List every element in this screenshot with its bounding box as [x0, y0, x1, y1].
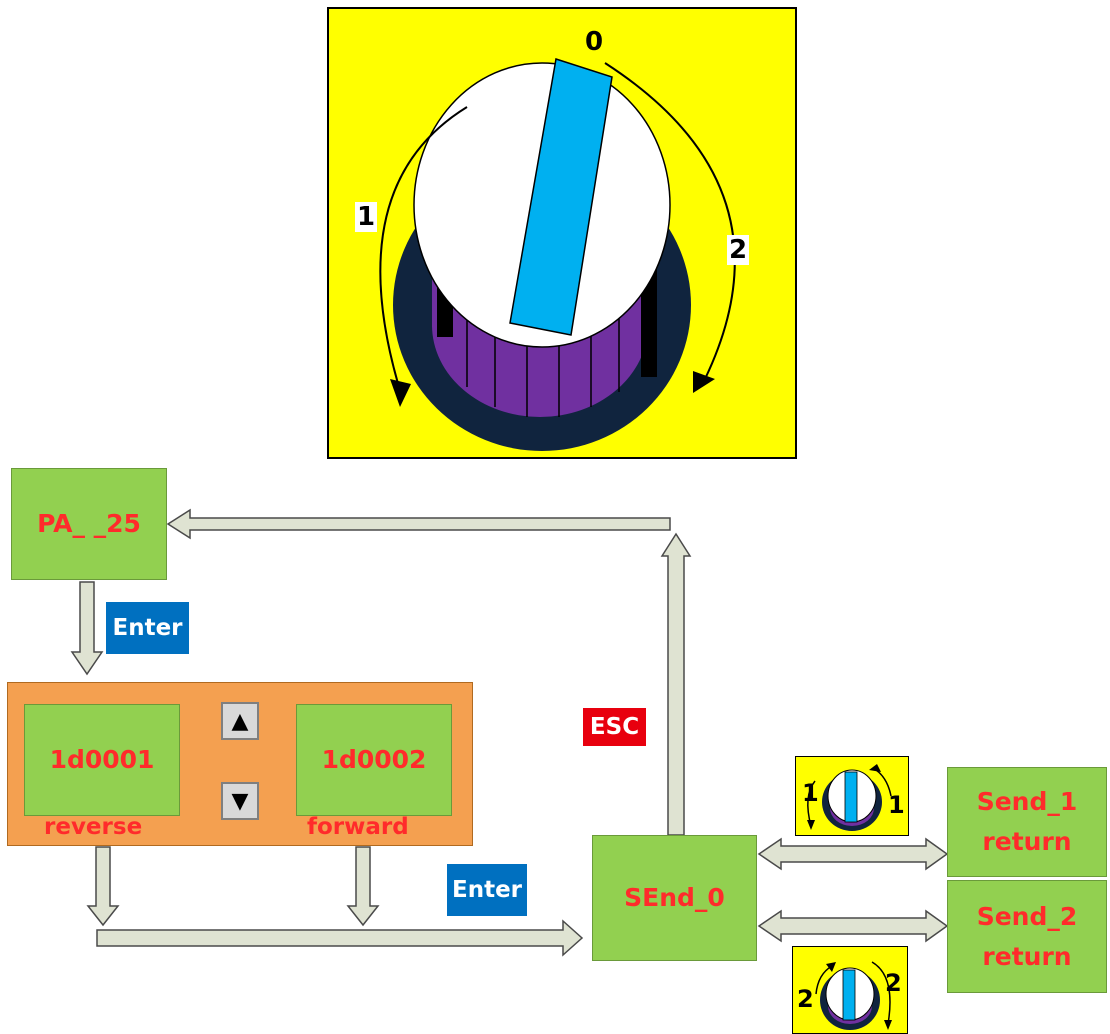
mini-knob-1-left-label: 1	[802, 779, 819, 807]
mini-knob-2-right-label: 2	[885, 969, 902, 997]
knob-position-1-label: 1	[355, 202, 378, 232]
send-2-return-box[interactable]: Send_2 return	[947, 880, 1107, 993]
down-arrow-button[interactable]: ▼	[221, 782, 259, 820]
mini-knob-1-right-label: 1	[888, 791, 905, 819]
mini-knob-position-2: 2 2	[792, 946, 908, 1034]
send-1-return: return	[982, 827, 1072, 856]
knob-position-0-label: 0	[585, 27, 604, 57]
d2-box-1d0002[interactable]: 1d0002	[296, 704, 452, 816]
d1-box-1d0001[interactable]: 1d0001	[24, 704, 180, 816]
selector-knob-icon	[379, 58, 736, 451]
selector-knob-panel: 0 1 2	[327, 7, 797, 459]
send-2-return: return	[982, 941, 1072, 971]
up-arrow-button[interactable]: ▲	[221, 702, 259, 740]
knob-position-2-label: 2	[727, 235, 750, 265]
send-1-title: Send_1	[976, 787, 1078, 816]
enter-key-bottom: Enter	[447, 864, 527, 916]
forward-label: forward	[307, 814, 409, 840]
pa-25-box[interactable]: PA_ _25	[11, 468, 167, 580]
enter-key-top: Enter	[106, 602, 189, 654]
send-2-title: Send_2	[976, 901, 1078, 931]
mini-knob-1-icon	[806, 763, 892, 831]
mini-knob-position-1: 1 1	[795, 756, 909, 836]
reverse-label: reverse	[44, 814, 143, 840]
send-1-return-box[interactable]: Send_1 return	[947, 767, 1107, 877]
mini-knob-2-left-label: 2	[797, 985, 814, 1013]
esc-key: ESC	[583, 708, 646, 746]
send-0-box[interactable]: SEnd_0	[592, 835, 757, 961]
mini-knob-2-icon	[814, 960, 892, 1030]
